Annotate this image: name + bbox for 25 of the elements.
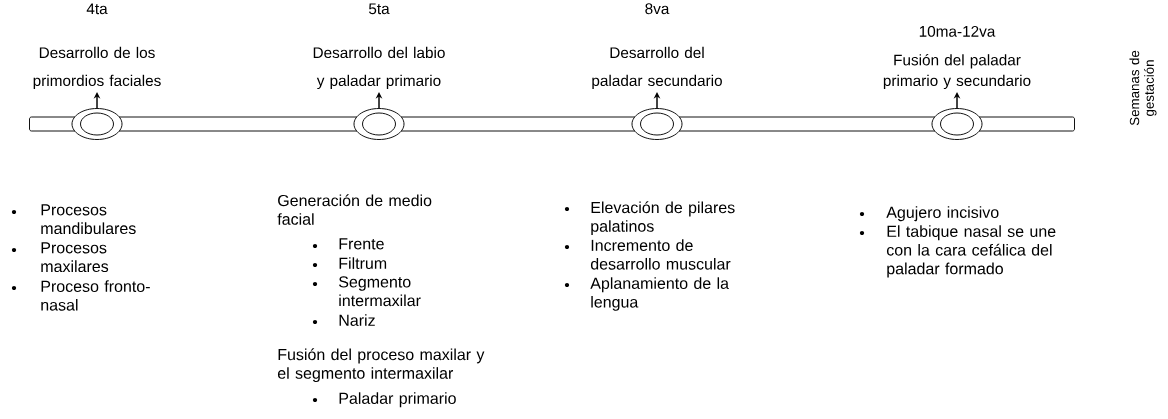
list-item: Filtrum [339, 257, 387, 269]
list-item: Segmento intermaxilar [339, 276, 421, 307]
milestone-circle [931, 108, 983, 140]
milestone-circle [353, 108, 405, 140]
milestone-label: 5ta Desarrollo del labio y paladar primario [313, 3, 445, 90]
list-item: Aplanamiento de la lengua [590, 277, 729, 311]
list-item: Procesos mandibulares [41, 204, 136, 235]
list-item: Paladar primario [339, 392, 456, 408]
list-item: Nariz [339, 314, 375, 326]
milestone-label: 10ma-12va Fusión del paladar primario y secundario [883, 25, 1031, 90]
list-item: Incremento de desarrollo muscular [590, 239, 731, 270]
list-item: Proceso fronto-nasal [41, 280, 150, 311]
list-item: Procesos maxilares [41, 242, 109, 273]
list-item: Frente [339, 238, 384, 250]
section-text: Fusión del proceso maxilar y el segmento intermaxilar [277, 348, 485, 383]
list-item: El tabique nasal se une con la cara cefálica del paladar formado [886, 225, 1056, 278]
axis-label: Semanas de gestación [1129, 50, 1157, 126]
timeline-bar [29, 116, 1075, 132]
milestone-circle [71, 108, 123, 140]
list-item: Elevación de pilares palatinos [591, 201, 735, 236]
list-item: Agujero incisivo [886, 206, 999, 222]
milestone-label: 4ta Desarrollo de los primordios faciales [33, 3, 161, 90]
milestone-circle [631, 108, 683, 140]
milestone-label: 8va Desarrollo del paladar secundario [592, 3, 722, 90]
section-text: Generación de medio facial [277, 194, 432, 225]
